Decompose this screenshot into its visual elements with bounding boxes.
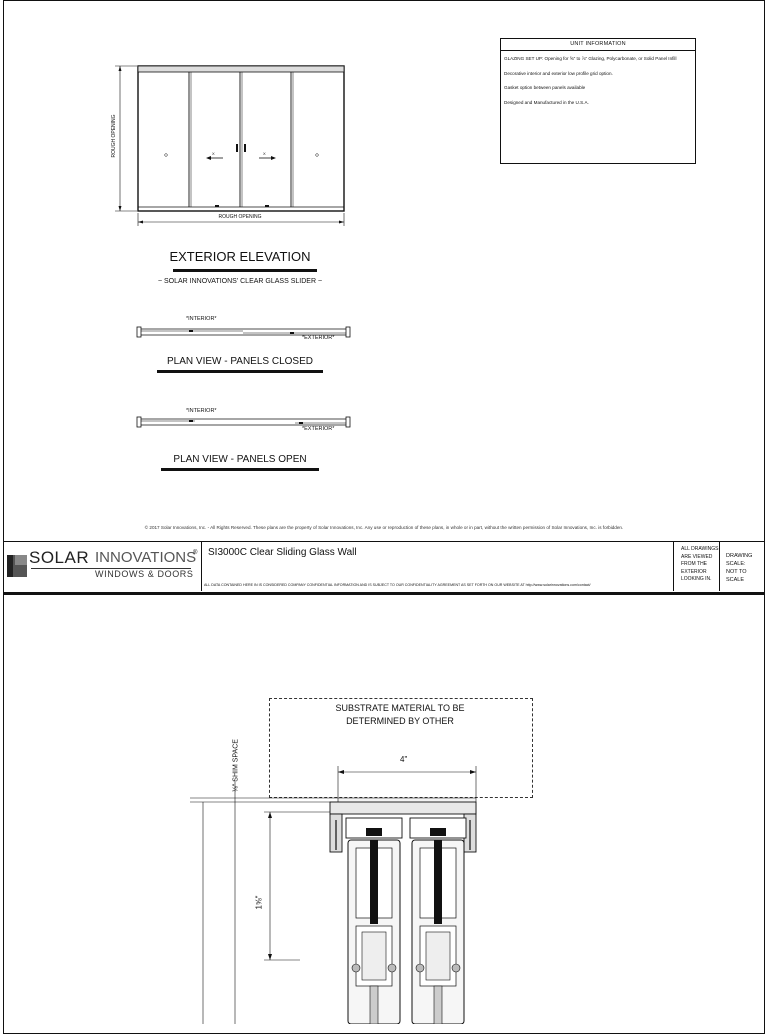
viewed-line-1: ALL DRAWINGS — [681, 546, 719, 552]
scale-line-3: NOT TO SCALE — [726, 569, 747, 583]
unit-info-line-made-in-usa: Designed and Manufactured in the U.S.A. — [504, 100, 589, 105]
logo-tagline: WINDOWS & DOORS — [95, 569, 194, 579]
solar-innovations-logo-icon — [7, 555, 27, 577]
viewed-note: ALL DRAWINGS ARE VIEWED FROM THE EXTERIO… — [681, 546, 718, 584]
plan-open-interior-label: *INTERIOR* — [186, 408, 217, 414]
top-drawing-sheet — [3, 0, 765, 594]
logo-registered-mark: ® — [193, 550, 198, 556]
title-block-scale-cell: DRAWING SCALE: NOT TO SCALE — [719, 542, 765, 591]
plan-closed-exterior-label: *EXTERIOR* — [302, 335, 335, 341]
viewed-line-5: LOOKING IN. — [681, 576, 712, 583]
scale-line-1: DRAWING — [726, 553, 753, 559]
title-block: SOLAR INNOVATIONS WINDOWS & DOORS ® SI30… — [3, 541, 765, 593]
scale-line-2: SCALE: — [726, 561, 746, 567]
unit-info-line-grid: Decorative interior and exterior low pro… — [504, 71, 613, 76]
title-block-viewed-cell: ALL DRAWINGS ARE VIEWED FROM THE EXTERIO… — [673, 542, 719, 591]
unit-info-line-gasket: Gasket option between panels available — [504, 85, 586, 90]
viewed-line-2: ARE VIEWED — [681, 553, 713, 560]
unit-info-line-glazing: GLAZING SET UP: Opening for ⅝" to ⅞" Gla… — [504, 56, 677, 61]
plan-view-open-drawing — [136, 416, 351, 428]
exterior-elevation-title: EXTERIOR ELEVATION — [169, 249, 311, 264]
product-title: SI3000C Clear Sliding Glass Wall — [208, 547, 357, 558]
logo-word-solar: SOLAR — [29, 548, 90, 567]
rough-opening-vertical-label: ROUGH OPENING — [111, 114, 117, 158]
width-dimension-label: 4" — [400, 755, 408, 764]
unit-information-header: UNIT INFORMATION — [501, 39, 695, 51]
confidentiality-notice: ALL DATA CONTAINED HERE IN IS CONSIDERED… — [204, 583, 591, 587]
panel-mark-right: X — [263, 151, 266, 156]
substrate-label-line2: DETERMINED BY OTHER — [346, 716, 454, 726]
rough-opening-horizontal-label: ROUGH OPENING — [218, 214, 262, 220]
title-block-product-cell: SI3000C Clear Sliding Glass Wall ALL DAT… — [201, 542, 673, 591]
exterior-elevation-underline — [173, 269, 317, 272]
panel-mark-left: X — [212, 151, 215, 156]
plan-view-closed-underline — [157, 370, 323, 373]
plan-view-closed-drawing — [136, 326, 351, 338]
sliding-track-section-detail — [190, 766, 477, 1024]
substrate-label-line1: SUBSTRATE MATERIAL TO BE — [335, 703, 465, 713]
viewed-line-4: EXTERIOR — [681, 568, 707, 575]
plan-closed-interior-label: *INTERIOR* — [186, 316, 217, 322]
plan-view-open-underline — [161, 468, 319, 471]
unit-information-box: UNIT INFORMATION GLAZING SET UP: Opening… — [500, 38, 696, 164]
viewed-line-3: FROM THE — [681, 561, 708, 568]
exterior-elevation-subtitle: ~ SOLAR INNOVATIONS' CLEAR GLASS SLIDER … — [157, 278, 323, 285]
height-dimension-label: 1⅝" — [254, 895, 264, 910]
plan-view-closed-title: PLAN VIEW - PANELS CLOSED — [167, 356, 313, 367]
logo-word-innovations: INNOVATIONS — [95, 549, 197, 566]
drawing-scale-note: DRAWING SCALE: NOT TO SCALE — [726, 552, 765, 584]
logo-divider — [31, 568, 191, 569]
plan-open-exterior-label: *EXTERIOR* — [302, 426, 335, 432]
shim-space-label: ⅛" SHIM SPACE — [232, 739, 240, 792]
copyright-notice: © 2017 Solar Innovations, Inc. - All Rig… — [144, 525, 624, 530]
substrate-box — [269, 698, 533, 798]
exterior-elevation-drawing — [115, 65, 345, 226]
plan-view-open-title: PLAN VIEW - PANELS OPEN — [173, 454, 307, 465]
